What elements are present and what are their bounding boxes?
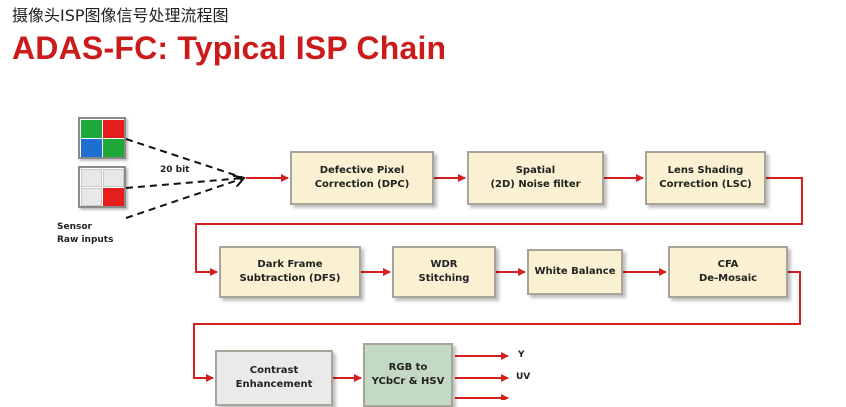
bayer-rccc-tile: [78, 166, 126, 208]
stage-rgb-to-ycbcr-hsv: RGB to YCbCr & HSV: [363, 343, 453, 407]
page-title: ADAS-FC: Typical ISP Chain: [12, 30, 447, 66]
stage-wdr-stitching: WDR Stitching: [392, 246, 496, 298]
bayer-cell-clear: [103, 169, 124, 187]
stage-contrast-enhancement: Contrast Enhancement: [215, 350, 333, 406]
bayer-cell-red: [103, 188, 124, 206]
wire-cfa-to-contrast: [193, 271, 801, 382]
stage-dark-frame-subtraction: Dark Frame Subtraction (DFS): [219, 246, 361, 298]
stage-cfa-demosaic: CFA De-Mosaic: [668, 246, 788, 298]
bayer-color-tile: [78, 117, 126, 159]
wire-lsc-to-dfs: [195, 177, 803, 276]
stage-defective-pixel-correction: Defective Pixel Correction (DPC): [290, 151, 434, 205]
bayer-cell-green: [103, 139, 124, 157]
bayer-cell-red: [103, 120, 124, 138]
bit-depth-label: 20 bit: [160, 165, 190, 175]
stage-lens-shading-correction: Lens Shading Correction (LSC): [645, 151, 766, 205]
stage-white-balance: White Balance: [527, 249, 623, 295]
page-caption: 摄像头ISP图像信号处理流程图: [12, 6, 229, 25]
output-label-uv: UV: [516, 372, 531, 382]
bayer-cell-green: [81, 120, 102, 138]
sensor-input-lines: [125, 138, 244, 219]
bayer-cell-blue: [81, 139, 102, 157]
bayer-cell-clear: [81, 188, 102, 206]
output-label-y: Y: [518, 350, 525, 360]
stage-spatial-noise-filter: Spatial (2D) Noise filter: [467, 151, 604, 205]
sensor-inputs-label: Sensor Raw inputs: [57, 222, 114, 245]
bayer-cell-clear: [81, 169, 102, 187]
